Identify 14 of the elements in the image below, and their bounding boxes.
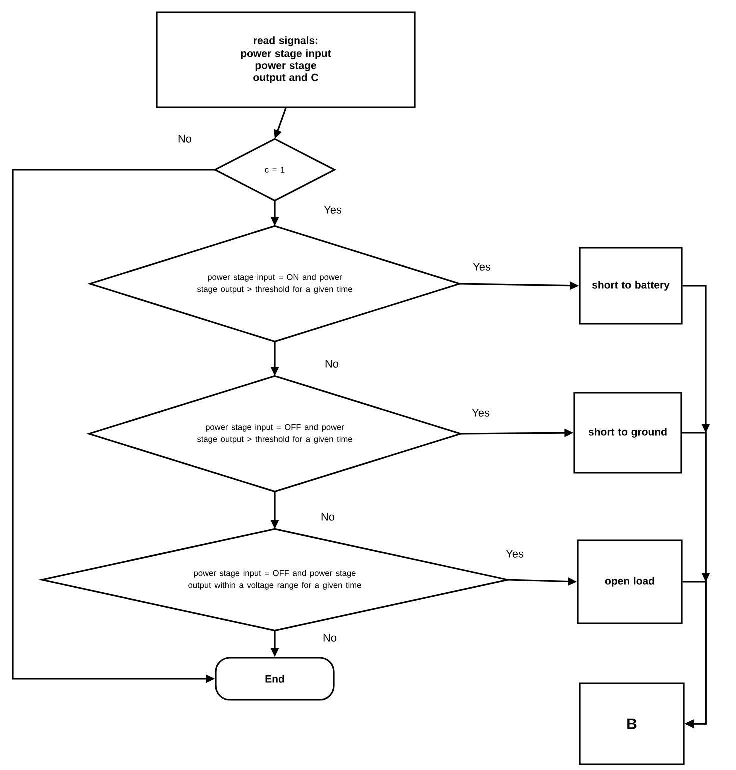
edge-label: No xyxy=(320,512,336,522)
edge-label: Yes xyxy=(471,408,491,418)
process-box: short to battery xyxy=(579,247,683,325)
process-box: B xyxy=(579,682,685,766)
edge-label: No xyxy=(176,134,194,144)
process-box: open load xyxy=(577,540,683,624)
edge-label: Yes xyxy=(323,205,343,215)
edge-label: No xyxy=(322,633,338,643)
edge-label: Yes xyxy=(472,262,492,272)
terminator-box: End xyxy=(215,657,335,701)
process-box: read signals: power stage input power stage output and C xyxy=(156,12,416,108)
arrow xyxy=(682,573,710,728)
edge-label: No xyxy=(324,359,340,369)
process-box: short to ground xyxy=(574,392,682,474)
